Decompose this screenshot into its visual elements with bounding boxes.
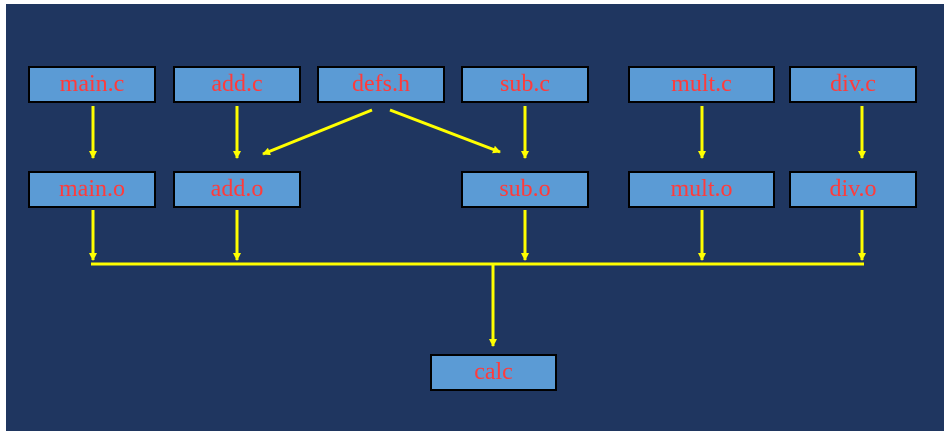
node-sub-o: sub.o xyxy=(461,171,589,208)
node-mult-o: mult.o xyxy=(628,171,775,208)
node-calc: calc xyxy=(430,354,557,391)
node-div-o: div.o xyxy=(789,171,917,208)
node-add-o: add.o xyxy=(173,171,301,208)
node-add-c: add.c xyxy=(173,66,301,103)
node-div-c: div.c xyxy=(789,66,917,103)
edge-defs-h-to-sub-o xyxy=(389,108,501,154)
node-sub-c: sub.c xyxy=(461,66,589,103)
node-defs-h: defs.h xyxy=(317,66,445,103)
node-main-o: main.o xyxy=(28,171,156,208)
node-mult-c: mult.c xyxy=(628,66,775,103)
edge-defs-h-to-add-o xyxy=(262,108,373,156)
node-main-c: main.c xyxy=(28,66,156,103)
